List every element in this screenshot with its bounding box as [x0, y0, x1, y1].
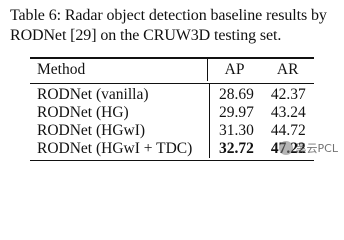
row-ap: 28.69 [209, 83, 263, 104]
table-row: RODNet (HGwI + TDC) 32.72 47.22 [30, 139, 314, 158]
row-method: RODNet (vanilla) [37, 85, 149, 103]
caption-line-2: RODNet [29] on the CRUW3D testing set. [10, 27, 282, 44]
row-ar: 43.24 [270, 103, 306, 121]
row-ap: 29.97 [209, 103, 263, 122]
row-ar: 44.72 [270, 121, 306, 139]
table-row: RODNet (vanilla) 28.69 42.37 [30, 83, 314, 104]
header-ap: AP [206, 58, 262, 81]
watermark-logo-icon [278, 141, 293, 155]
table-bottom-rule [30, 159, 314, 162]
header-ar: AR [276, 60, 299, 78]
header-method: Method [37, 60, 86, 78]
table-top-rule [30, 57, 314, 59]
row-ap: 31.30 [209, 121, 263, 140]
table-row: RODNet (HG) 29.97 43.24 [30, 103, 314, 122]
row-ap-best: 32.72 [209, 139, 263, 158]
row-ar: 42.37 [270, 85, 306, 103]
row-method: RODNet (HG) [37, 103, 129, 121]
watermark-text: 黑云PCL [295, 142, 338, 155]
results-table: Method AP AR RODNet (vanilla) 28.69 42.3… [30, 57, 314, 162]
caption-line-1: Table 6: Radar object detection baseline… [10, 7, 327, 24]
table-header-row: Method AP AR [30, 58, 314, 81]
row-method: RODNet (HGwI + TDC) [37, 139, 193, 157]
table-caption: Table 6: Radar object detection baseline… [10, 6, 336, 46]
table-header-rule [30, 82, 314, 84]
row-method: RODNet (HGwI) [37, 121, 146, 139]
watermark: 黑云PCL [278, 140, 338, 156]
table-row: RODNet (HGwI) 31.30 44.72 [30, 121, 314, 140]
